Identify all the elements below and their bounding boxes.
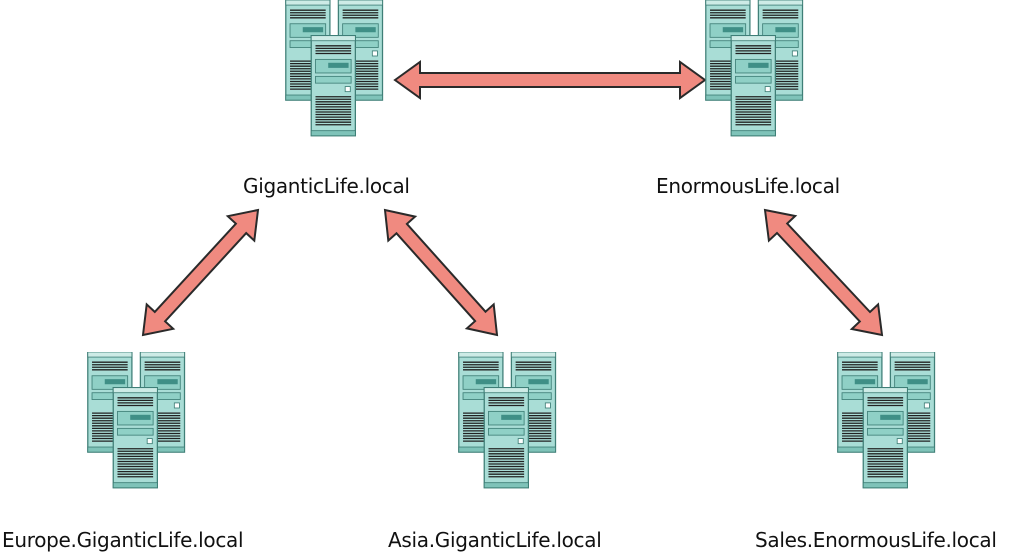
server-cluster-icon (695, 0, 815, 140)
server-cluster-icon (77, 352, 197, 492)
node-label-enormous: EnormousLife.local (656, 174, 840, 198)
arrow-gigantic-europe (141, 208, 260, 337)
server-cluster-icon (827, 352, 947, 492)
arrow-gigantic-asia (383, 208, 499, 337)
node-label-asia: Asia.GiganticLife.local (388, 528, 602, 552)
node-label-europe: Europe.GiganticLife.local (2, 528, 244, 552)
node-label-gigantic: GiganticLife.local (243, 174, 410, 198)
server-cluster-icon (275, 0, 395, 140)
node-label-sales: Sales.EnormousLife.local (755, 528, 997, 552)
arrow-gigantic-enormous (393, 60, 707, 100)
server-cluster-icon (448, 352, 568, 492)
arrow-enormous-sales (763, 208, 884, 337)
